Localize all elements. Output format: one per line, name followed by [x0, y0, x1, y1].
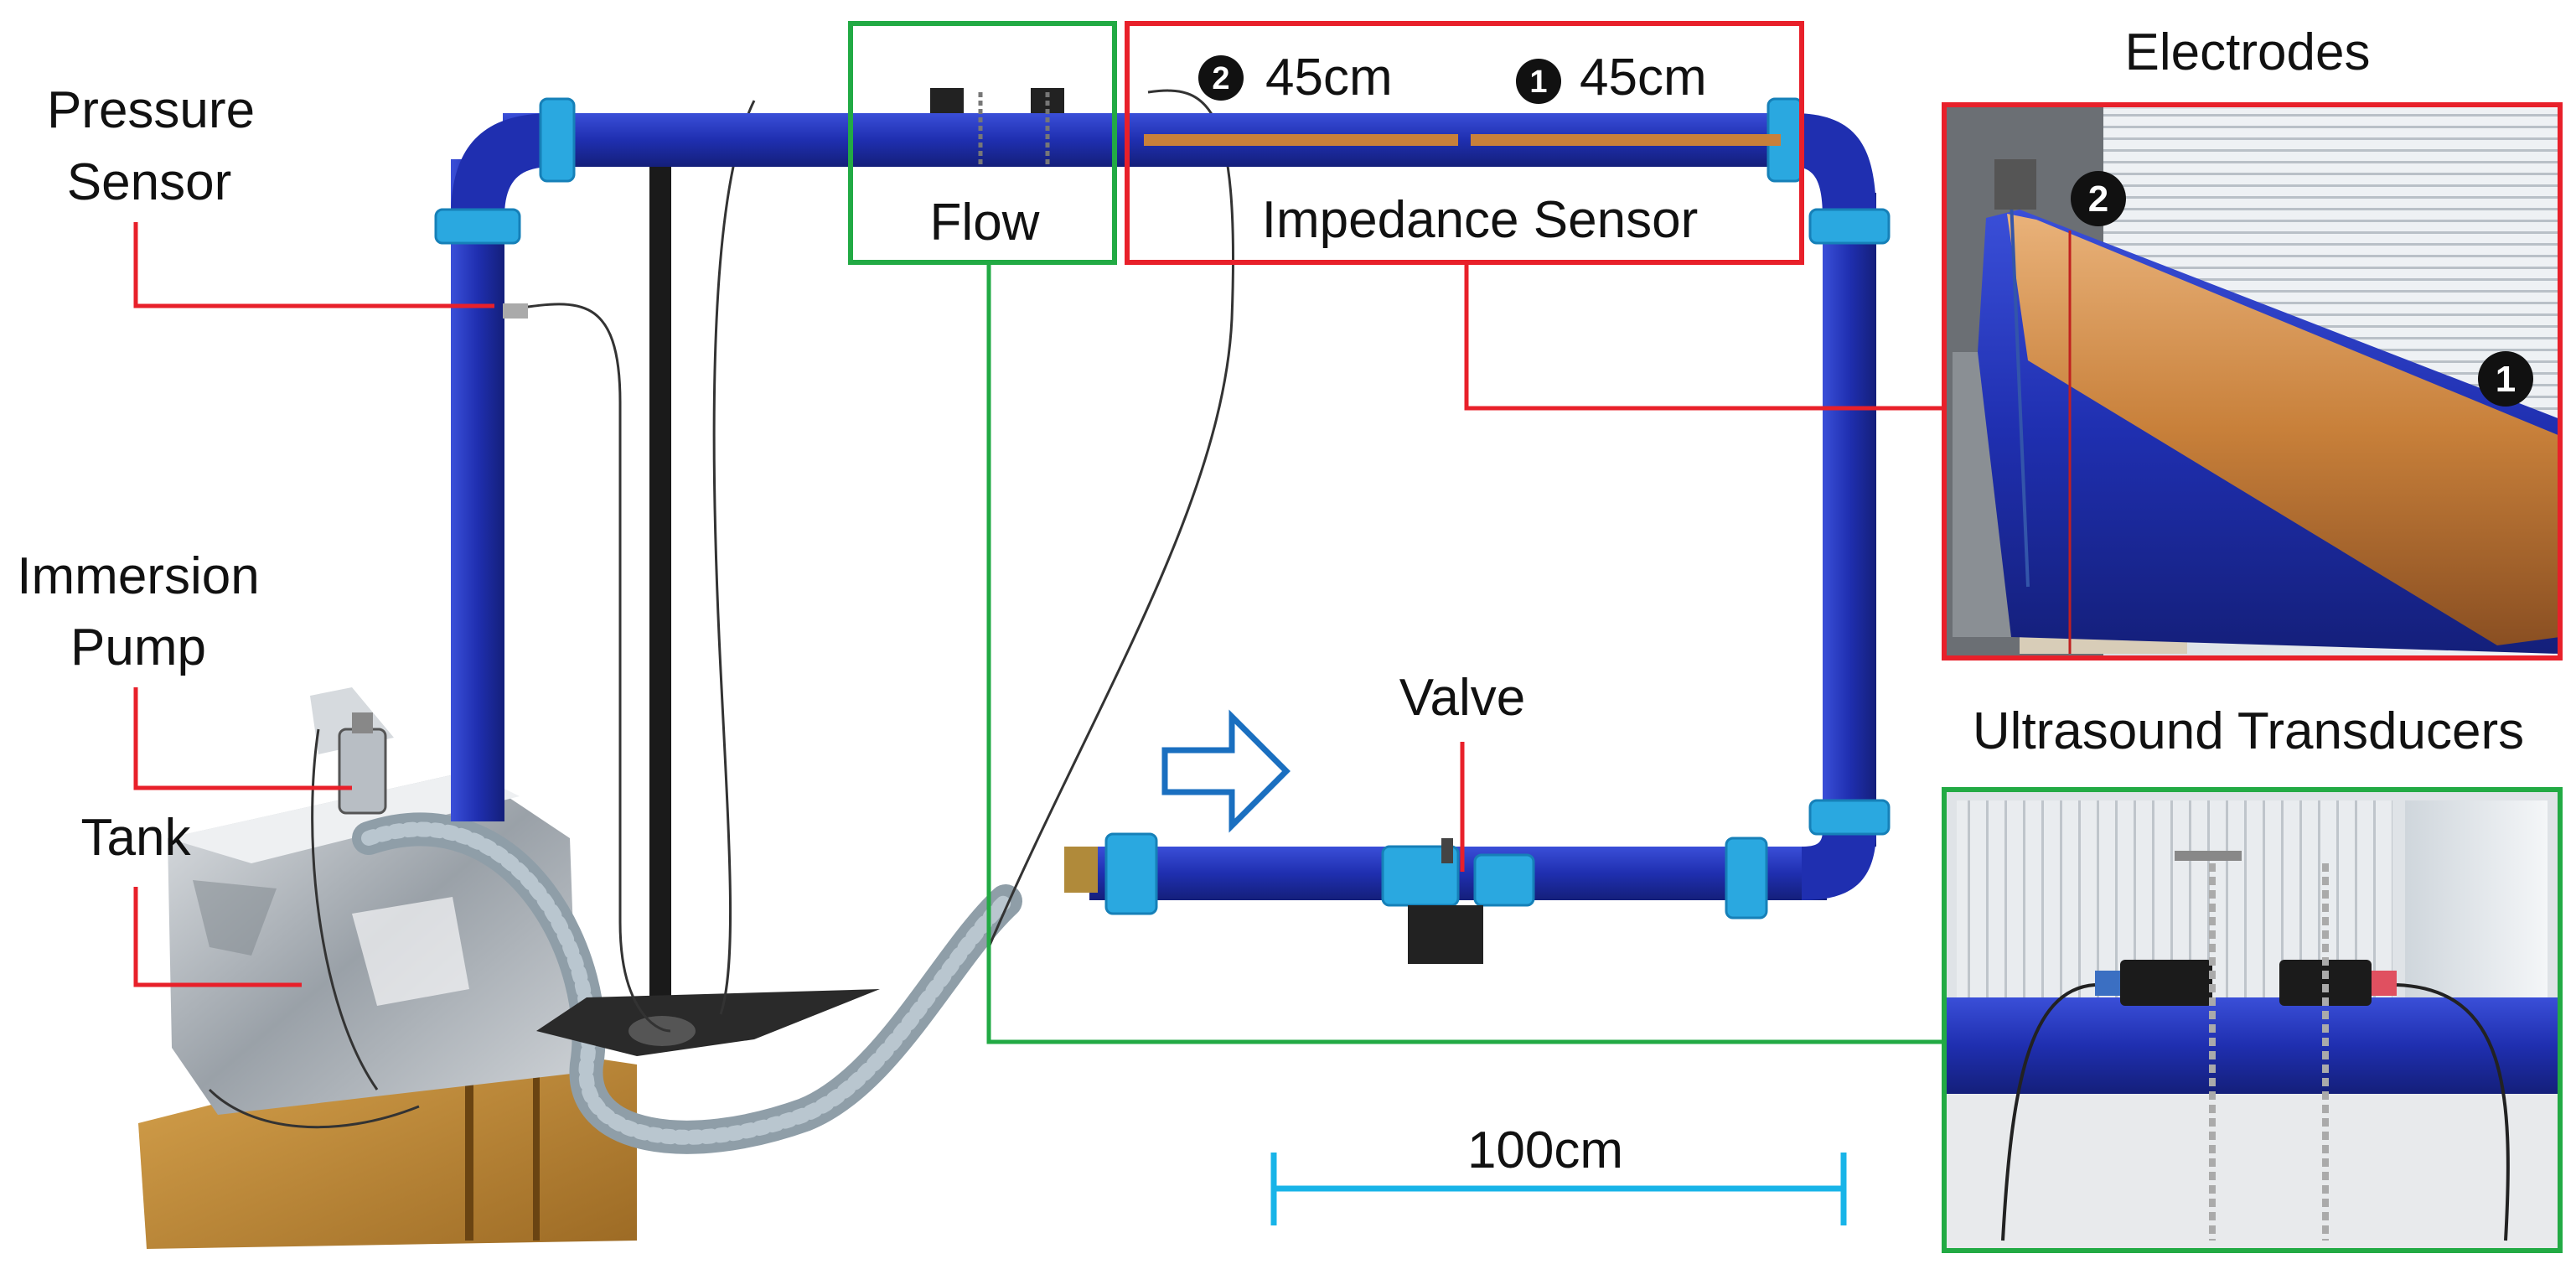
flow-leader	[986, 262, 1944, 1044]
flow-direction-arrow	[1161, 709, 1291, 833]
immersion-pump	[338, 712, 387, 815]
valve-assembly	[1064, 838, 1483, 964]
impedance-leader	[1464, 262, 1944, 411]
ultrasound-clamps	[930, 88, 1064, 168]
pipe-stand	[536, 155, 880, 1056]
scale-bar-label: 100cm	[1467, 1122, 1623, 1179]
tank-leader	[133, 887, 302, 987]
scale-bar	[1270, 1153, 1847, 1225]
electrodes-inset	[1942, 102, 2563, 660]
svg-text:2: 2	[2088, 179, 2108, 220]
pressure-sensor-leader	[133, 222, 494, 308]
inset-marker-1: 1	[2478, 351, 2533, 407]
svg-text:1: 1	[1529, 65, 1547, 100]
immersion-pump-label-line1: Immersion	[17, 547, 259, 605]
svg-text:1: 1	[2496, 359, 2516, 400]
pressure-sensor-label-line2: Sensor	[67, 153, 231, 211]
impedance-sensor-label: Impedance Sensor	[1262, 191, 1698, 249]
electrode-length-2: 45cm	[1265, 49, 1393, 106]
flow-label: Flow	[930, 194, 1040, 251]
electrode-strips	[1144, 134, 1781, 146]
electrode-length-1: 45cm	[1580, 49, 1707, 106]
pipe-fittings	[434, 97, 1891, 920]
ultrasound-transducers-label: Ultrasound Transducers	[1973, 702, 2524, 760]
electrode-marker-2: 2	[1198, 55, 1244, 101]
immersion-pump-leader	[133, 687, 352, 790]
flow-box	[848, 21, 1117, 265]
ultrasound-transducers-inset	[1942, 787, 2563, 1253]
inset-marker-2: 2	[2071, 171, 2126, 226]
electrode-marker-1: 1	[1516, 59, 1561, 104]
pressure-sensor-port	[503, 303, 528, 319]
immersion-pump-label-line2: Pump	[70, 619, 206, 676]
electrodes-label: Electrodes	[2125, 23, 2371, 81]
valve-label: Valve	[1399, 669, 1526, 727]
flexible-hose	[352, 812, 1022, 1154]
cables	[208, 89, 1235, 1129]
pressure-sensor-label-line1: Pressure	[47, 81, 255, 139]
tank-label: Tank	[81, 809, 192, 867]
svg-text:2: 2	[1212, 61, 1229, 96]
